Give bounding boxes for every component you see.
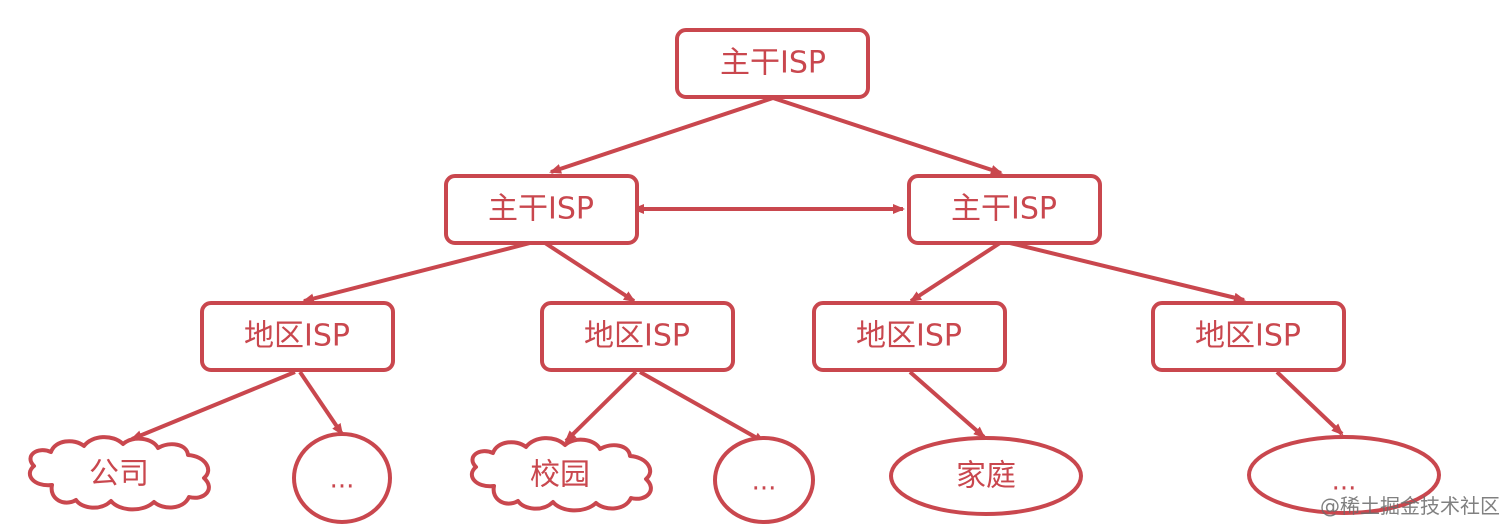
edge-top-to-right — [772, 96, 1003, 175]
edge-right-to-regional-3 — [909, 241, 1002, 303]
edges — [130, 96, 1344, 444]
regional-label-1: 地区ISP — [244, 319, 350, 354]
leaf-dots-2-label: ... — [752, 467, 777, 497]
campus-cloud-shape — [469, 436, 653, 513]
edge-left-to-regional-1 — [302, 241, 531, 304]
leaf-company-label: 公司 — [89, 457, 149, 492]
leaf-dots-1-node: ... — [292, 432, 392, 524]
backbone-left-box — [444, 174, 639, 245]
backbone-top-box — [675, 28, 870, 99]
edge-regional-3-to-home — [908, 370, 986, 439]
leaf-company-node: 公司 — [27, 435, 211, 512]
edge-regional-1-to-dots — [298, 370, 344, 436]
regional-label-2: 地区ISP — [584, 319, 690, 354]
leaf-home-label: 家庭 — [956, 459, 1016, 494]
regional-node-3: 地区ISP — [812, 301, 1007, 372]
backbone-top-label: 主干ISP — [720, 46, 826, 81]
edge-top-to-left — [549, 96, 774, 174]
leaf-campus-node: 校园 — [469, 436, 653, 513]
regional-label-4: 地区ISP — [1195, 319, 1301, 354]
backbone-left-node: 主干ISP — [444, 174, 639, 245]
regional-label-3: 地区ISP — [856, 319, 962, 354]
backbone-top-node: 主干ISP — [675, 28, 870, 99]
backbone-right-node: 主干ISP — [907, 174, 1102, 245]
backbone-left-label: 主干ISP — [488, 192, 594, 227]
watermark: @稀土掘金技术社区 — [1320, 494, 1500, 518]
edge-left-to-regional-2 — [543, 241, 636, 303]
company-cloud-shape — [27, 435, 211, 512]
leaf-home-ellipse — [889, 436, 1083, 516]
leaf-campus-label: 校园 — [530, 458, 590, 493]
leaf-dots-3-label: ... — [1332, 467, 1357, 497]
leaf-home-node: 家庭 — [889, 436, 1083, 516]
edge-regional-2-to-dots — [639, 370, 766, 444]
leaf-dots-3-node: ... — [1247, 435, 1441, 515]
backbone-right-box — [907, 174, 1102, 245]
edge-regional-2-to-campus — [564, 370, 638, 443]
edge-regional-1-to-company — [130, 370, 296, 441]
regional-box-2 — [540, 301, 735, 372]
backbone-right-label: 主干ISP — [951, 192, 1057, 227]
regional-node-4: 地区ISP — [1151, 301, 1346, 372]
edge-right-to-regional-4 — [1009, 241, 1246, 303]
regional-box-3 — [812, 301, 1007, 372]
leaf-dots-1-label: ... — [330, 465, 355, 495]
leaf-dots-2-ellipse — [713, 436, 815, 524]
regional-node-1: 地区ISP — [200, 301, 395, 372]
regional-box-1 — [200, 301, 395, 372]
regional-box-4 — [1151, 301, 1346, 372]
leaf-dots-1-ellipse — [292, 432, 392, 524]
leaf-dots-2-node: ... — [713, 436, 815, 524]
regional-node-2: 地区ISP — [540, 301, 735, 372]
edge-regional-4-to-dots — [1275, 370, 1344, 436]
leaf-dots-3-ellipse — [1247, 435, 1441, 515]
